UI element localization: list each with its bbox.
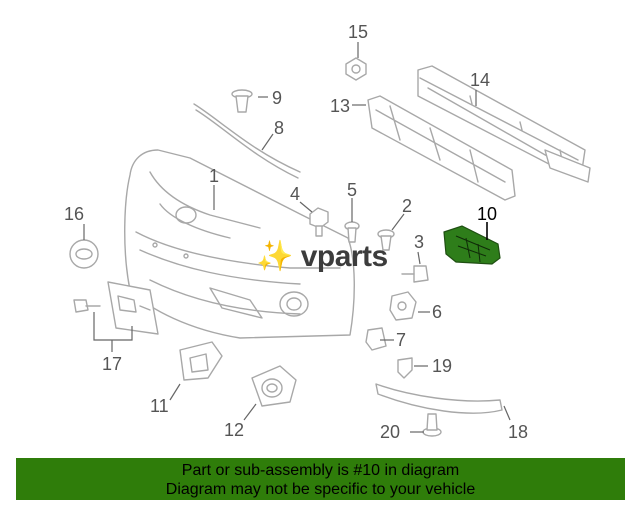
part-17-license-bracket[interactable] <box>73 281 159 335</box>
callout-17: 17 <box>102 354 122 374</box>
part-18-spoiler[interactable] <box>375 383 503 414</box>
part-19-clip[interactable] <box>397 357 413 379</box>
callout-5: 5 <box>347 180 357 200</box>
callout-15: 15 <box>348 22 368 42</box>
callout-16: 16 <box>64 204 84 224</box>
part-11-fog-bezel[interactable] <box>179 341 223 381</box>
part-10-bracket[interactable] <box>443 225 501 265</box>
callout-9: 9 <box>272 88 282 108</box>
callout-11: 11 <box>150 396 169 416</box>
banner-line-2: Diagram may not be specific to your vehi… <box>165 481 476 498</box>
part-3-screw[interactable] <box>401 265 429 283</box>
banner-line-1: Part or sub-assembly is #10 in diagram <box>181 462 460 479</box>
callout-7: 7 <box>396 330 406 350</box>
part-4-bolt[interactable] <box>309 207 329 237</box>
part-12-fog-bezel[interactable] <box>251 365 297 407</box>
parts-diagram: 15 9 8 13 14 1 4 5 2 10 3 6 7 19 18 20 1… <box>64 22 591 442</box>
part-14-reinforcement[interactable] <box>417 65 591 183</box>
callout-6: 6 <box>432 302 442 322</box>
part-15-nut[interactable] <box>345 57 367 81</box>
callout-12: 12 <box>224 420 244 440</box>
part-20-clip[interactable] <box>422 413 442 437</box>
callout-1: 1 <box>209 166 219 186</box>
callout-4: 4 <box>290 184 300 204</box>
callout-2: 2 <box>402 196 412 216</box>
info-banner: Part or sub-assembly is #10 in diagram D… <box>16 458 625 500</box>
part-9-clip[interactable] <box>231 89 253 113</box>
part-16-emblem[interactable] <box>69 239 99 269</box>
watermark-logo: ✨ vparts <box>256 239 388 273</box>
callout-14: 14 <box>470 70 490 90</box>
callout-18: 18 <box>508 422 528 442</box>
callout-3: 3 <box>414 232 424 252</box>
callout-labels: 15 9 8 13 14 1 4 5 2 10 3 6 7 19 18 20 1… <box>64 22 528 442</box>
part-5-screw[interactable] <box>344 221 360 243</box>
part-13-absorber[interactable] <box>367 95 516 201</box>
part-6-retainer[interactable] <box>389 291 417 321</box>
callout-13: 13 <box>330 96 350 116</box>
leader-lines <box>83 42 511 433</box>
part-7-clip[interactable] <box>365 327 387 351</box>
callout-10: 10 <box>477 204 497 224</box>
callout-19: 19 <box>432 356 452 376</box>
part-2-clip[interactable] <box>377 229 395 251</box>
part-1-bumper-cover[interactable] <box>124 149 355 339</box>
callout-8: 8 <box>274 118 284 138</box>
callout-20: 20 <box>380 422 400 442</box>
part-8-molding[interactable] <box>193 103 301 179</box>
